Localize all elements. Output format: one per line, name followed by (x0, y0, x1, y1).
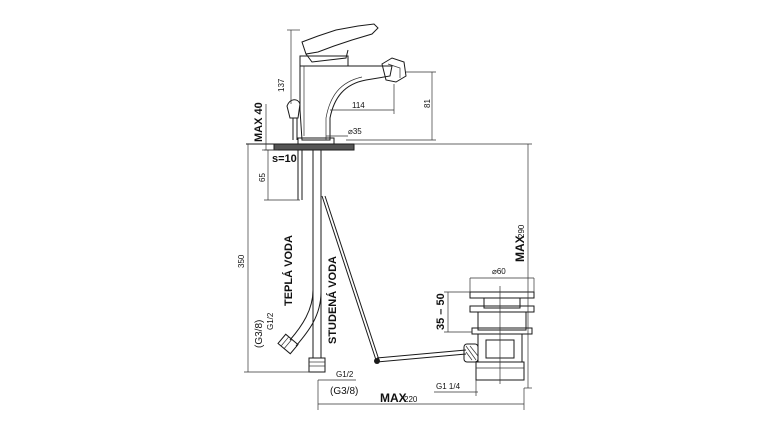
dim-35-diameter: ⌀35 (348, 127, 362, 136)
label-g38-bottom: (G3/8) (330, 386, 358, 397)
dim-65: 65 (258, 173, 267, 182)
label-g12-bottom: G1/2 (336, 370, 354, 379)
dim-35-50: 35 – 50 (435, 293, 447, 330)
dim-220: 220 (404, 395, 418, 404)
label-g38-left: (G3/8) (254, 320, 265, 348)
dim-60-diameter: ⌀60 (492, 267, 506, 276)
dim-114: 114 (352, 101, 365, 110)
label-g1-14: G1 1/4 (436, 382, 461, 391)
dim-s10: s=10 (272, 153, 297, 165)
dim-max-290-label: MAX (513, 235, 527, 262)
label-cold-water: STUDENÁ VODA (326, 256, 339, 344)
dim-350: 350 (237, 254, 246, 268)
label-g12-left: G1/2 (266, 312, 275, 330)
supply-hoses (277, 150, 326, 373)
countertop (246, 143, 355, 151)
dim-max-220-label: MAX (380, 391, 407, 405)
popup-linkage (321, 195, 479, 364)
dim-81: 81 (423, 99, 432, 108)
faucet-body (286, 23, 407, 145)
dim-290: 290 (517, 224, 526, 238)
label-hot-water: TEPLÁ VODA (282, 235, 295, 306)
dim-137: 137 (277, 78, 286, 92)
dim-max-40: MAX 40 (253, 102, 265, 142)
drain-valve (469, 286, 535, 384)
dimension-lines (244, 29, 535, 410)
